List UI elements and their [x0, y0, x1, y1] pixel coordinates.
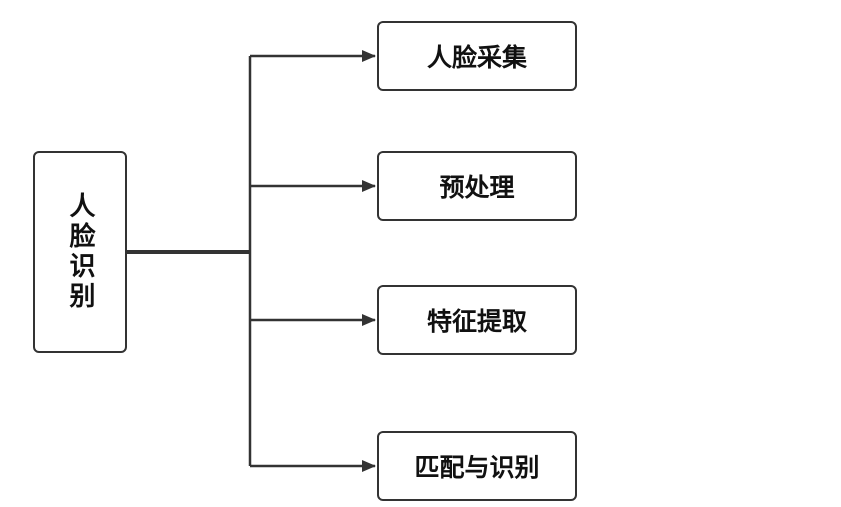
child-node-matching-recognition: 匹配与识别 — [377, 431, 577, 501]
child-node-feature-extraction: 特征提取 — [377, 285, 577, 355]
child-node-face-capture: 人脸采集 — [377, 21, 577, 91]
root-node-face-recognition: 人脸识别 — [33, 151, 127, 353]
child-node-preprocessing: 预处理 — [377, 151, 577, 221]
